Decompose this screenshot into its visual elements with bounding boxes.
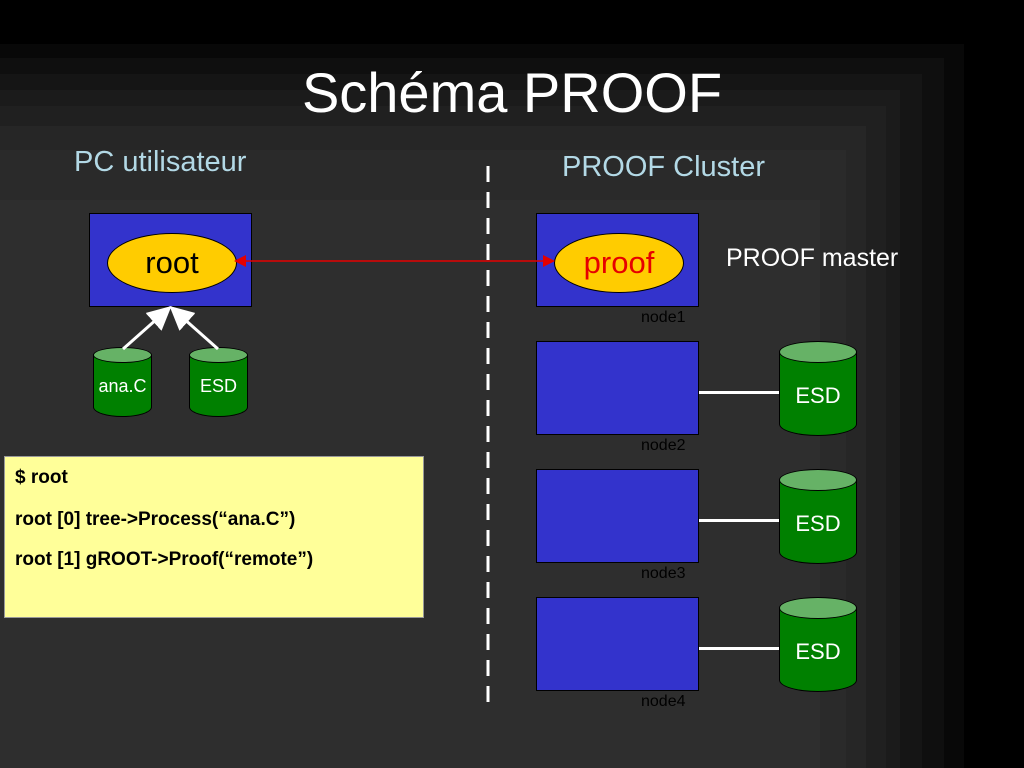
node4-esd-cylinder: ESD bbox=[779, 597, 857, 692]
terminal-box: $ root root [0] tree->Process(“ana.C”) r… bbox=[4, 456, 424, 618]
terminal-line: $ root bbox=[15, 467, 68, 488]
node3-esd-label: ESD bbox=[795, 511, 841, 536]
node2-box bbox=[536, 341, 699, 435]
node3-box bbox=[536, 469, 699, 563]
node3-storage-link bbox=[699, 519, 781, 522]
ana-c-to-root-arrow bbox=[122, 306, 172, 351]
ana-c-file-cylinder: ana.C bbox=[93, 347, 152, 417]
node4-storage-link bbox=[699, 647, 781, 650]
user-esd-label: ESD bbox=[199, 376, 237, 396]
node3-label: node3 bbox=[641, 565, 686, 582]
user-pc-heading: PC utilisateur bbox=[74, 146, 247, 178]
terminal-line: root [0] tree->Process(“ana.C”) bbox=[15, 509, 296, 530]
proof-process-ellipse: proof bbox=[554, 233, 684, 293]
node1-label: node1 bbox=[641, 309, 686, 326]
slide-title: Schéma PROOF bbox=[301, 61, 723, 124]
node4-esd-label: ESD bbox=[795, 639, 841, 664]
node2-storage-link bbox=[699, 391, 781, 394]
node2-esd-cylinder: ESD bbox=[779, 341, 857, 436]
node2-label: node2 bbox=[641, 437, 686, 454]
ana-c-file-label: ana.C bbox=[98, 376, 147, 396]
node2-esd-label: ESD bbox=[795, 383, 841, 408]
cluster-heading: PROOF Cluster bbox=[562, 151, 766, 183]
node3-esd-cylinder: ESD bbox=[779, 469, 857, 564]
node4-label: node4 bbox=[641, 693, 686, 710]
esd-to-root-arrow bbox=[169, 306, 219, 351]
user-esd-cylinder: ESD bbox=[189, 347, 248, 417]
master-label: PROOF master bbox=[726, 244, 899, 272]
node4-box bbox=[536, 597, 699, 691]
root-process-ellipse: root bbox=[107, 233, 237, 293]
terminal-line: root [1] gROOT->Proof(“remote”) bbox=[15, 549, 314, 570]
